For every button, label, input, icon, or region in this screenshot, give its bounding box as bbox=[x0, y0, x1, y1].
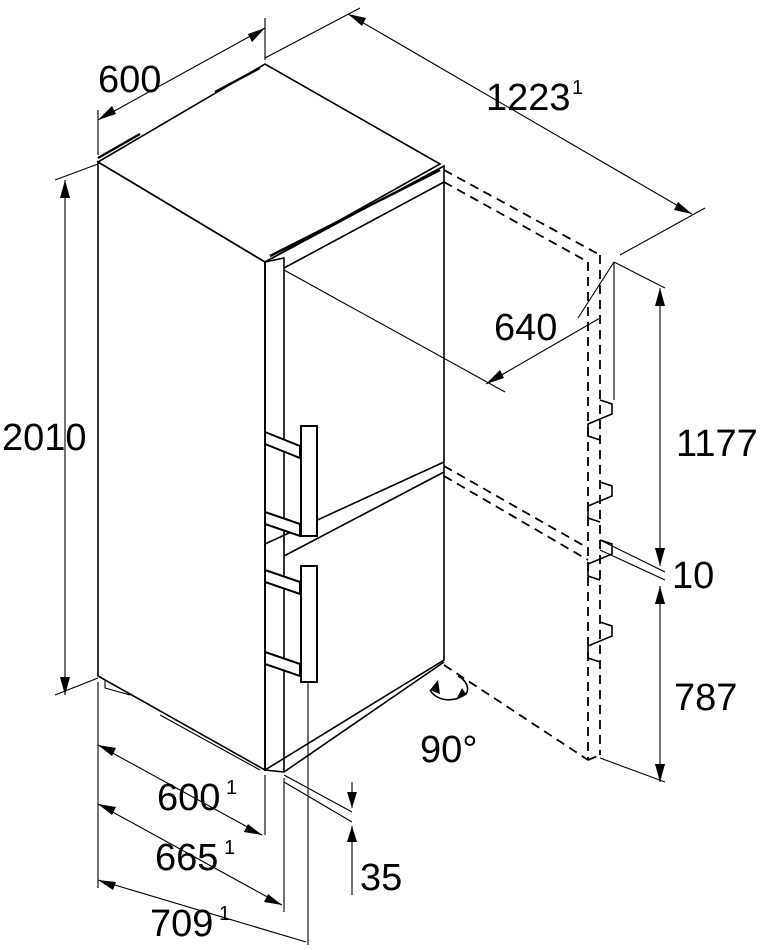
dim-line-600 bbox=[97, 744, 263, 836]
dim-width-top bbox=[97, 18, 266, 155]
dim-depth-open bbox=[264, 7, 706, 256]
dim-line bbox=[485, 317, 601, 385]
upper-door-top-edge bbox=[269, 168, 441, 258]
dim-depth-handle-label: 709 bbox=[150, 903, 213, 945]
dim-handle-projection bbox=[283, 774, 357, 895]
rotation-arrow bbox=[429, 675, 469, 701]
dim-door-clearance-label: 640 bbox=[494, 307, 557, 349]
arrow bbox=[244, 824, 262, 835]
dim-line-709 bbox=[97, 879, 307, 943]
dim-upper-door-label: 1177 bbox=[676, 423, 758, 465]
ext-line bbox=[283, 774, 353, 813]
door-shelf-3 bbox=[587, 539, 613, 581]
fridge-doors bbox=[264, 164, 445, 773]
dim-width-top-label: 600 bbox=[98, 59, 161, 101]
open-door-split bbox=[443, 465, 589, 549]
door-angle-label: 90° bbox=[420, 729, 477, 771]
top-edge-detail bbox=[97, 132, 141, 160]
door-split-line-lower bbox=[283, 471, 445, 557]
arrow bbox=[248, 28, 265, 42]
dim-height-total bbox=[54, 163, 99, 696]
ext-line bbox=[283, 269, 506, 393]
upper-handle-bracket-bottom bbox=[264, 510, 301, 538]
open-door-bottom-corner bbox=[587, 754, 601, 761]
arrow bbox=[60, 677, 70, 695]
dim-bottom-depths bbox=[97, 682, 309, 945]
ext-line bbox=[283, 781, 353, 823]
lower-door-handle bbox=[264, 565, 318, 683]
ext-line bbox=[54, 677, 99, 696]
upper-handle-bar bbox=[300, 425, 318, 537]
arrow bbox=[348, 14, 366, 26]
rotation-arrow-tail bbox=[430, 680, 440, 694]
dim-depth-door-note: 1 bbox=[224, 837, 235, 859]
lower-handle-bracket-top bbox=[264, 568, 301, 596]
fridge-side-face bbox=[97, 160, 266, 772]
arrow bbox=[98, 880, 116, 890]
dim-depth-body-label: 600 bbox=[157, 777, 220, 819]
rotation-arrow-head bbox=[456, 688, 466, 700]
dim-depth-body-note: 1 bbox=[226, 777, 237, 799]
dim-right-heights bbox=[599, 261, 666, 783]
open-door-top-inner bbox=[443, 181, 589, 263]
ext-line bbox=[54, 163, 99, 181]
dim-door-clearance bbox=[283, 261, 615, 393]
door-shelf-1 bbox=[587, 399, 613, 441]
arrow bbox=[486, 370, 504, 384]
arrow bbox=[655, 764, 665, 782]
arrow bbox=[264, 894, 282, 905]
lower-handle-bracket-bottom bbox=[264, 650, 301, 678]
door-front-outline bbox=[264, 164, 445, 772]
arrow bbox=[674, 202, 692, 214]
ext-line bbox=[599, 549, 666, 581]
dim-depth-door-label: 665 bbox=[155, 837, 218, 879]
base-edge bbox=[159, 714, 261, 771]
open-door-bottom-edge bbox=[443, 664, 589, 761]
arrow bbox=[98, 745, 116, 756]
upper-door-handle bbox=[264, 425, 318, 538]
arrow bbox=[347, 826, 357, 842]
top-hinge-detail bbox=[214, 66, 261, 94]
ext-line bbox=[599, 757, 666, 783]
arrow bbox=[98, 804, 116, 815]
ext-line bbox=[577, 261, 615, 319]
door-shelf-2 bbox=[587, 481, 613, 523]
arrow bbox=[655, 288, 665, 306]
open-door-outline bbox=[443, 169, 613, 761]
ext-line bbox=[264, 7, 361, 59]
arrow bbox=[655, 548, 665, 566]
dim-depth-handle-note: 1 bbox=[219, 903, 230, 925]
dim-door-gap-label: 10 bbox=[672, 555, 714, 597]
upper-door-inner-top bbox=[283, 181, 445, 269]
ext-line bbox=[613, 261, 666, 289]
open-door-top-edge bbox=[443, 169, 601, 256]
door-shelf-4 bbox=[587, 621, 613, 663]
dim-depth-open-label: 1223 bbox=[486, 77, 571, 119]
open-door-split-lower bbox=[443, 475, 589, 561]
dim-line bbox=[347, 13, 693, 215]
ext-line bbox=[619, 207, 706, 256]
dim-handle-projection-label: 35 bbox=[360, 857, 402, 899]
foot-left bbox=[104, 680, 131, 696]
lower-handle-bar bbox=[300, 565, 318, 683]
upper-handle-bracket-top bbox=[264, 430, 301, 460]
arrow bbox=[655, 586, 665, 604]
ext-line bbox=[599, 539, 666, 573]
arrow bbox=[98, 106, 116, 120]
dim-depth-open-note: 1 bbox=[572, 77, 583, 99]
arrow bbox=[60, 180, 70, 198]
dim-lower-door-label: 787 bbox=[674, 677, 737, 719]
arrow bbox=[347, 792, 357, 808]
dim-line-665 bbox=[97, 803, 283, 906]
dim-height-total-label: 2010 bbox=[2, 417, 87, 459]
lower-door-bottom bbox=[283, 661, 445, 773]
dim-line bbox=[97, 27, 266, 121]
